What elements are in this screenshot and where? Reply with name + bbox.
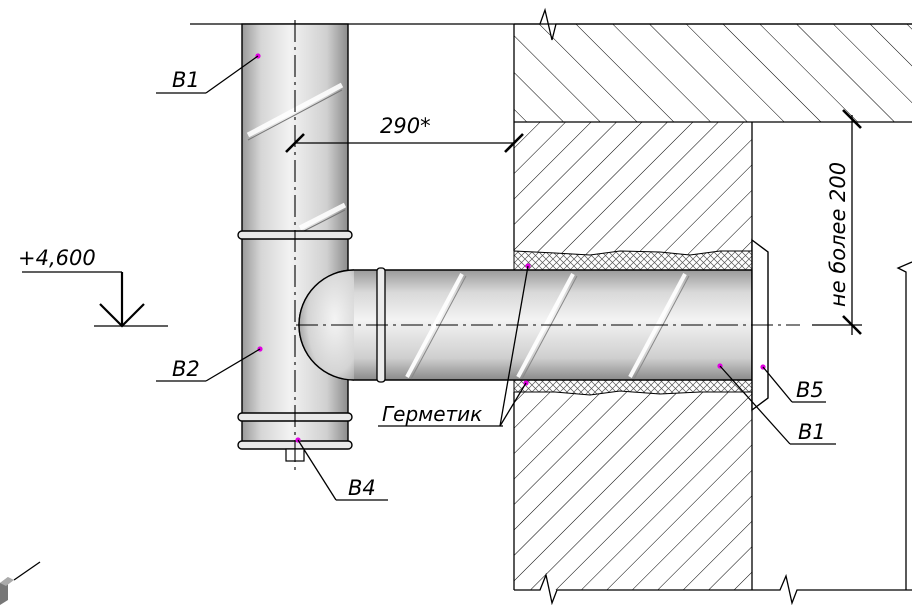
callout-sealant-label: Герметик — [382, 402, 482, 426]
callout-b1-top — [156, 53, 261, 94]
callout-b2 — [156, 346, 263, 382]
callout-b1-top-label: B1 — [172, 68, 200, 92]
callout-b1-right-label: B1 — [798, 420, 826, 444]
cube-icon — [0, 561, 41, 605]
callout-b4 — [295, 437, 388, 501]
concrete-slab — [513, 23, 912, 123]
dimension-max-200 — [812, 109, 862, 335]
callout-b4-label: B4 — [348, 476, 376, 500]
dimension-290 — [285, 133, 524, 153]
callout-sealant — [378, 263, 531, 427]
break-lines — [190, 7, 912, 605]
dimension-290-label: 290* — [380, 114, 431, 138]
elevation-label: +4,600 — [18, 246, 96, 270]
dimension-max-200-label: не более 200 — [826, 162, 850, 307]
elevation-mark — [22, 271, 168, 328]
callout-b5 — [760, 364, 826, 403]
callout-b2-label: B2 — [172, 357, 200, 381]
callout-b1-right — [717, 363, 836, 445]
center-lines — [294, 20, 800, 470]
callout-b5-label: B5 — [796, 378, 824, 402]
